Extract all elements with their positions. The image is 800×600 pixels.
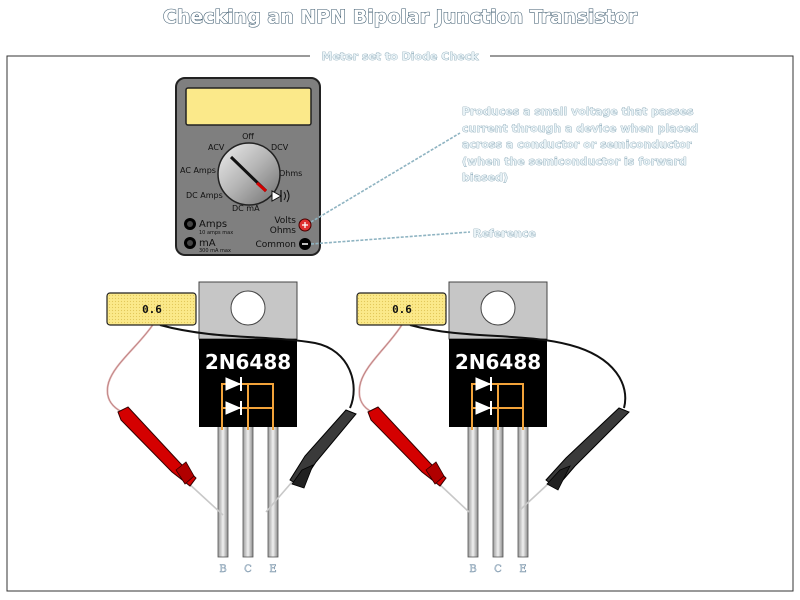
transistor-2-pin-c: C bbox=[494, 564, 502, 575]
reading-display-2-value: 0.6 bbox=[392, 303, 412, 316]
transistor-1-mount-hole bbox=[230, 290, 266, 326]
volts-jack-label: Volts bbox=[274, 216, 296, 226]
dial-label-ac-amps: AC Amps bbox=[180, 166, 216, 175]
transistor-1-diode-bc bbox=[225, 377, 242, 391]
transistor-1: 2N6488 B C E bbox=[198, 281, 298, 575]
transistor-2-diode-bc bbox=[475, 377, 492, 391]
multimeter: Off ACV DCV AC Amps Ohms DC Amps DC mA A… bbox=[175, 77, 321, 256]
dial-label-off: Off bbox=[242, 132, 254, 141]
ohms-jack-label: Ohms bbox=[270, 226, 297, 236]
reading-display-1-value: 0.6 bbox=[142, 303, 162, 316]
black-probe-1[interactable] bbox=[265, 409, 357, 513]
reference-note: Reference bbox=[310, 227, 536, 245]
note-line-4: (when the semiconductor is forward bbox=[462, 155, 687, 168]
dial-label-dc-ma: DC mA bbox=[232, 204, 260, 213]
transistor-2-mount-hole bbox=[480, 290, 516, 326]
transistor-2-leads bbox=[467, 424, 529, 558]
reference-label: Reference bbox=[473, 227, 536, 240]
amps-jack-label: Amps bbox=[199, 219, 227, 230]
note-line-1: Produces a small voltage that passes bbox=[462, 105, 694, 118]
volts-ohms-jack[interactable] bbox=[298, 218, 312, 232]
transistor-1-pin-b: B bbox=[219, 564, 226, 575]
note-line-5: biased) bbox=[462, 171, 508, 184]
dial-label-dcv: DCV bbox=[271, 143, 289, 152]
red-probe-1[interactable] bbox=[117, 406, 224, 516]
amps-jack[interactable] bbox=[184, 218, 196, 230]
common-jack-label: Common bbox=[255, 240, 296, 250]
selector-knob[interactable] bbox=[217, 142, 281, 206]
note-line-2: current through a device when placed bbox=[462, 122, 698, 135]
diode-check-note: Produces a small voltage that passes cur… bbox=[310, 105, 702, 223]
reading-display-2: 0.6 bbox=[356, 292, 447, 326]
common-jack[interactable] bbox=[299, 238, 311, 250]
frame-label: Meter set to Diode Check bbox=[322, 50, 480, 63]
page-title: Checking an NPN Bipolar Junction Transis… bbox=[163, 6, 638, 28]
transistor-1-part-number: 2N6488 bbox=[205, 350, 291, 374]
note-line-3: across a conductor or semiconductor bbox=[462, 138, 692, 151]
transistor-2-part-number: 2N6488 bbox=[455, 350, 541, 374]
transistor-2-pin-e: E bbox=[519, 564, 526, 575]
ma-jack-label: mA bbox=[199, 238, 216, 249]
dial-label-dc-amps: DC Amps bbox=[186, 191, 223, 200]
transistor-1-pin-e: E bbox=[269, 564, 276, 575]
ma-jack[interactable] bbox=[184, 237, 196, 249]
amps-jack-rating: 10 amps max bbox=[199, 230, 233, 236]
svg-text:Produces a small voltage that: Produces a small voltage that passes cur… bbox=[462, 105, 702, 184]
red-probe-2[interactable] bbox=[367, 406, 470, 513]
transistor-1-leads bbox=[217, 424, 279, 558]
transistor-2-pin-b: B bbox=[469, 564, 476, 575]
transistor-2-diode-be bbox=[475, 401, 492, 415]
dial-label-ohms: Ohms bbox=[279, 169, 302, 178]
probe-wires-2 bbox=[358, 322, 627, 413]
probe-wires-1 bbox=[106, 322, 355, 413]
diode-check-icon bbox=[271, 189, 290, 203]
ma-jack-rating: 300 mA max bbox=[199, 248, 231, 254]
reading-display-1: 0.6 bbox=[106, 292, 197, 326]
transistor-1-diode-be bbox=[225, 401, 242, 415]
dial-label-acv: ACV bbox=[208, 143, 225, 152]
frame: Meter set to Diode Check bbox=[6, 50, 794, 592]
transistor-2: 2N6488 B C E bbox=[448, 281, 548, 575]
black-probe-2[interactable] bbox=[519, 407, 630, 511]
meter-lcd bbox=[185, 87, 312, 126]
transistor-1-pin-c: C bbox=[244, 564, 252, 575]
